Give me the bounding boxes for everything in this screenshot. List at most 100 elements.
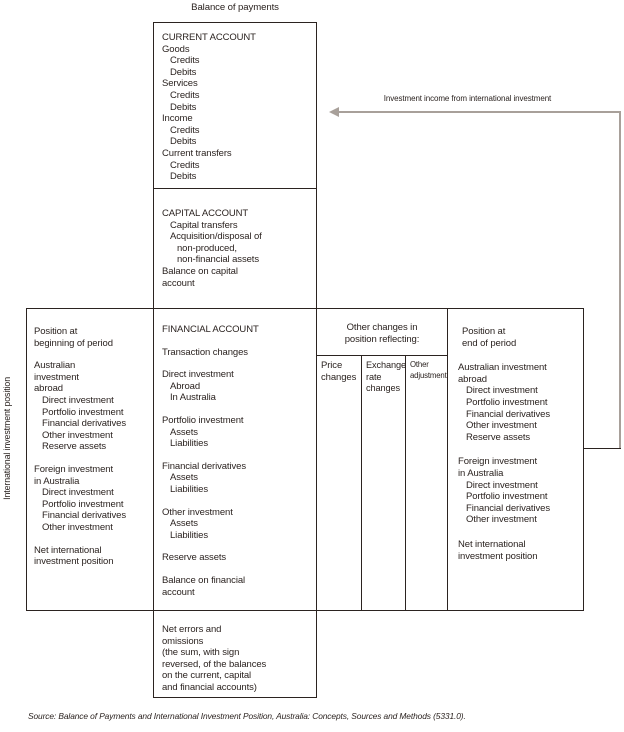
text-line: Portfolio investment [42, 498, 124, 510]
text-line: Goods [162, 43, 190, 55]
text-line: Direct investment [466, 385, 538, 397]
text-line: Price [321, 360, 343, 371]
diagram-title: Balance of payments [191, 2, 279, 13]
text-line: Position at [34, 326, 78, 337]
text-line: Debits [170, 171, 197, 183]
text-line: Assets [170, 426, 198, 438]
text-line: investment position [458, 550, 538, 562]
text-line: Reserve assets [42, 441, 107, 453]
line-group: Reserve assets [162, 552, 316, 564]
text-line: Balance on financial [162, 574, 246, 586]
text-line: Portfolio investment [42, 406, 124, 418]
text-line: Direct investment [466, 479, 538, 491]
text-line: Net international [34, 544, 102, 556]
text-line: non-produced, [177, 242, 237, 254]
text-line: Credits [170, 124, 200, 136]
text-line: Exchange [366, 360, 407, 370]
text-line: CAPITAL ACCOUNT [162, 208, 249, 219]
text-line: Other investment [42, 521, 113, 533]
text-line: Liabilities [170, 438, 208, 450]
text-line: (the sum, with sign [162, 647, 240, 659]
text-line: Debits [170, 136, 197, 148]
text-line: Income [162, 113, 193, 125]
text-line: reversed, of the balances [162, 658, 267, 670]
text-line: Portfolio investment [466, 491, 548, 503]
text-line: Financial derivatives [162, 460, 246, 472]
text-line: Liabilities [170, 483, 208, 495]
text-line: changes [366, 383, 401, 394]
text-line: Reserve assets [466, 431, 531, 443]
text-line: Financial derivatives [42, 418, 126, 430]
text-line: investment [34, 371, 79, 383]
line-group: FINANCIAL ACCOUNT [162, 324, 316, 336]
text-line: Position at [462, 326, 506, 337]
text-line: Reserve assets [162, 552, 227, 564]
text-line: In Australia [170, 392, 216, 404]
text-line: FINANCIAL ACCOUNT [162, 324, 259, 335]
text-line: in Australia [34, 475, 80, 487]
text-line: Liabilities [170, 529, 208, 541]
text-line: Direct investment [162, 369, 234, 381]
text-line: Direct investment [42, 394, 114, 406]
text-line: and financial accounts) [162, 681, 257, 693]
text-line: Portfolio investment [466, 396, 548, 408]
text-line: adjustments [410, 370, 451, 380]
text-line: Other investment [162, 506, 233, 518]
text-line: Australian [34, 360, 76, 372]
text-line: Financial derivatives [466, 502, 550, 514]
text-line: Acquisition/disposal of [170, 231, 262, 243]
text-line: Assets [170, 518, 198, 530]
text-line: Foreign investment [34, 463, 113, 475]
text-line: Credits [170, 159, 200, 171]
text-line: abroad [34, 383, 63, 395]
text-line: Other investment [466, 420, 537, 432]
text-line: account [162, 586, 195, 598]
text-line: non-financial assets [177, 254, 259, 266]
text-line: Balance on capital [162, 265, 238, 277]
arrow-line-vertical [619, 111, 621, 449]
text-line: beginning of period [34, 337, 113, 349]
text-line: changes [321, 371, 357, 383]
text-line: rate [366, 371, 382, 382]
text-line: account [162, 277, 195, 289]
text-line: Services [162, 78, 198, 90]
side-label-international-investment-position: International investment position [2, 377, 12, 500]
source-note: Source: Balance of Payments and Internat… [28, 711, 466, 721]
position-box-connector-line [553, 448, 621, 449]
text-line: Foreign investment [458, 456, 537, 468]
text-line: Portfolio investment [162, 414, 244, 426]
text-line: Financial derivatives [466, 408, 550, 420]
text-line: Net international [458, 538, 526, 550]
text-line: Capital transfers [170, 219, 238, 231]
text-line: Other investment [466, 514, 537, 526]
text-line: in Australia [458, 467, 504, 479]
investment-income-arrow-label: Investment income from international inv… [383, 94, 552, 103]
text-line: Transaction changes [162, 346, 248, 358]
line-group: Transaction changes [162, 347, 316, 359]
